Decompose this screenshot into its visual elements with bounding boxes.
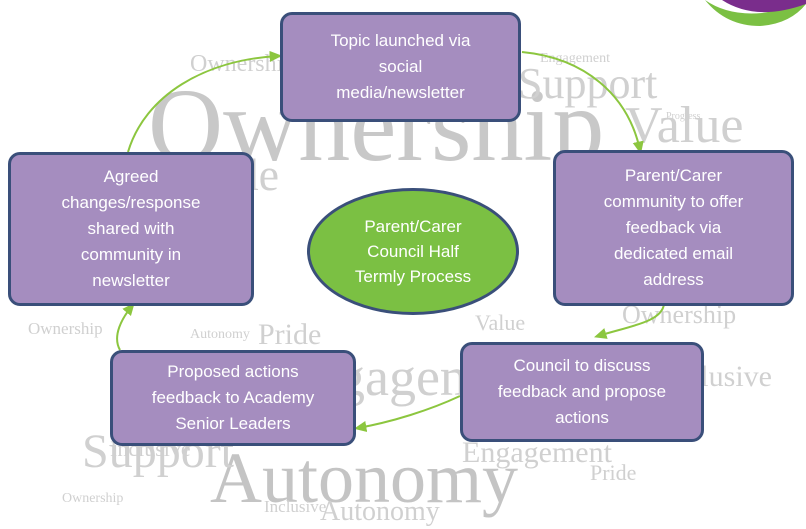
arrow-community-to-council bbox=[593, 303, 665, 339]
step-council-discuss: Council to discuss feedback and propose … bbox=[460, 342, 704, 442]
step-topic-launched: Topic launched via social media/newslett… bbox=[280, 12, 521, 122]
word-cloud-word: Autonomy bbox=[190, 327, 250, 342]
word-cloud-word: Inclusive bbox=[264, 497, 327, 516]
step-label: Council to discuss feedback and propose … bbox=[497, 356, 667, 427]
arrow-agreed-to-topic bbox=[127, 50, 283, 153]
word-cloud-word: Value bbox=[625, 97, 744, 154]
word-cloud-word: Value bbox=[475, 310, 526, 335]
word-cloud-word: Pride bbox=[258, 318, 322, 351]
word-cloud-word: Autonomy bbox=[210, 438, 519, 518]
word-cloud-word: Support bbox=[518, 59, 658, 108]
step-label: Parent/Carer community to offer feedback… bbox=[603, 166, 744, 289]
center-label: Parent/Carer Council Half Termly Process bbox=[354, 217, 472, 286]
arrow-topic-to-community bbox=[521, 51, 644, 155]
word-cloud-word: Ownership bbox=[62, 491, 124, 506]
word-cloud-word: Pride bbox=[590, 460, 637, 485]
word-cloud-word: Autonomy bbox=[320, 496, 440, 527]
step-proposed-actions: Proposed actions feedback to Academy Sen… bbox=[110, 350, 356, 446]
step-community-feedback: Parent/Carer community to offer feedback… bbox=[553, 150, 794, 306]
word-cloud-word: Engagement bbox=[462, 436, 612, 469]
step-agreed-changes: Agreed changes/response shared with comm… bbox=[8, 152, 254, 306]
step-label: Topic launched via social media/newslett… bbox=[330, 31, 471, 102]
step-label: Agreed changes/response shared with comm… bbox=[61, 167, 201, 290]
word-cloud-word: Ownership bbox=[28, 319, 103, 338]
word-cloud-word: Progress bbox=[666, 111, 701, 122]
arrow-council-to-leaders bbox=[353, 395, 461, 433]
center-process-ellipse: Parent/Carer Council Half Termly Process bbox=[307, 188, 519, 315]
step-label: Proposed actions feedback to Academy Sen… bbox=[151, 362, 315, 433]
word-cloud-word: Engagement bbox=[540, 51, 610, 66]
arrow-leaders-to-agreed bbox=[116, 302, 135, 351]
